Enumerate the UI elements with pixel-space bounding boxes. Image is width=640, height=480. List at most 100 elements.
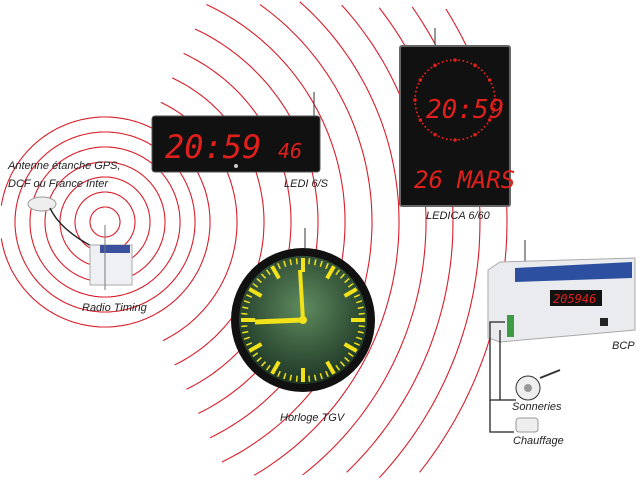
clock-tick (295, 375, 298, 382)
ledica-second-dot (414, 90, 417, 93)
ledica-second-dot (433, 132, 437, 137)
ledica-second-dot (418, 118, 423, 122)
ledica-second-dot (441, 60, 444, 63)
clock-tick (339, 361, 346, 367)
clock-tick (325, 360, 336, 375)
clock-tick (339, 273, 346, 279)
ledica-second-dot (421, 122, 424, 125)
clock-tick (270, 360, 281, 375)
clock-tick (344, 277, 350, 284)
ledica-second-dot (480, 128, 483, 131)
clock-tick (252, 282, 259, 288)
ledica-second-dot (427, 69, 430, 72)
ledica-second-dot (413, 98, 417, 102)
ledica-second-dot (418, 78, 423, 82)
clock-tick (243, 300, 250, 304)
clock-label: Horloge TGV (280, 412, 345, 424)
clock-tick (308, 258, 311, 265)
ledica-second-dot (466, 60, 469, 63)
ledica-second-dot (490, 115, 493, 118)
wave-arc (89, 206, 121, 238)
clock-tick (319, 260, 323, 267)
hour-hand (254, 317, 304, 325)
clock-tick (325, 265, 336, 280)
ledica-second-dot (417, 82, 420, 85)
clock-tick (242, 330, 249, 334)
ledica-second-dot (486, 75, 489, 78)
ledica-second-dot (492, 86, 495, 89)
wave-arc (171, 77, 265, 366)
ledica-second-dot (473, 132, 477, 137)
ledica-second-dot (445, 59, 448, 62)
clock-tick (344, 356, 350, 363)
ledica-second-dot (462, 138, 465, 141)
ledica-label: LEDICA 6/60 (426, 210, 490, 222)
clock-tick (357, 330, 364, 334)
ledica-second-dot (430, 131, 433, 134)
clock-tick (353, 294, 360, 298)
clock-tick (248, 287, 263, 298)
clock-tick (289, 259, 293, 266)
clock-tick (289, 374, 293, 381)
clock-tick (356, 300, 363, 304)
clock-tick (260, 273, 267, 279)
ledica-second-dot (430, 66, 433, 69)
antenna-label-1: Antenne étanche GPS, (8, 160, 121, 172)
ledica-second-dot (493, 103, 496, 106)
ledica-second-dot (480, 69, 483, 72)
ledica-second-dot (487, 118, 492, 122)
tgv-clock (231, 228, 375, 392)
ledica-second-dot (415, 111, 418, 114)
clock-tick (313, 259, 317, 266)
ledi-seconds: 46 (278, 139, 302, 163)
clock-tick (353, 342, 360, 346)
clock-tick (325, 263, 329, 270)
clock-tick (277, 263, 281, 270)
bell-cable (489, 321, 516, 401)
clock-tick (248, 342, 263, 353)
wave-arc (14, 131, 196, 313)
ledica-second-dot (437, 135, 440, 138)
wave-arc (221, 4, 373, 463)
ledica-second-dot (493, 94, 496, 97)
clock-tick (243, 336, 250, 340)
wave-arc (302, 4, 427, 476)
ledica-second-dot (441, 137, 444, 140)
clock-tick (343, 342, 358, 353)
radio-timing-label: Radio Timing (82, 302, 147, 314)
clock-tick (313, 374, 317, 381)
clock-tick (356, 336, 363, 340)
ledica-second-dot (466, 137, 469, 140)
ledica-second-dot (483, 72, 486, 75)
ledica-second-dot (449, 59, 452, 62)
clock-tick (343, 287, 358, 298)
ledica-second-dot (470, 62, 473, 65)
radio-timing-device (89, 225, 133, 290)
bcp-time: 205946 (553, 292, 596, 306)
ledica-second-dot (477, 66, 480, 69)
clock-tick (246, 294, 253, 298)
ledica-second-dot (417, 115, 420, 118)
clock-tick (308, 375, 311, 382)
ledica-second-dot (492, 111, 495, 114)
ledica-second-dot (487, 78, 492, 82)
heating-label: Chauffage (513, 435, 564, 447)
ledica-second-dot (414, 107, 417, 110)
ledica-second-dot (424, 72, 427, 75)
ledi-time: 20:59 (165, 128, 261, 166)
bcp-device: 205946 (487, 240, 636, 343)
clock-tick (347, 352, 354, 358)
ledica-second-dot (427, 128, 430, 131)
ledica-second-dot (458, 59, 461, 62)
antenna-label-2: DCF ou France Inter (8, 178, 109, 190)
wave-arc (253, 1, 400, 476)
ledica-time: 20:59 (426, 95, 504, 125)
ledica-second-dot (490, 82, 493, 85)
clock-tick (295, 258, 298, 265)
clock-tick (335, 269, 341, 276)
clock-tick (319, 373, 323, 380)
clock-tick (242, 306, 249, 310)
clock-tick (256, 277, 262, 284)
